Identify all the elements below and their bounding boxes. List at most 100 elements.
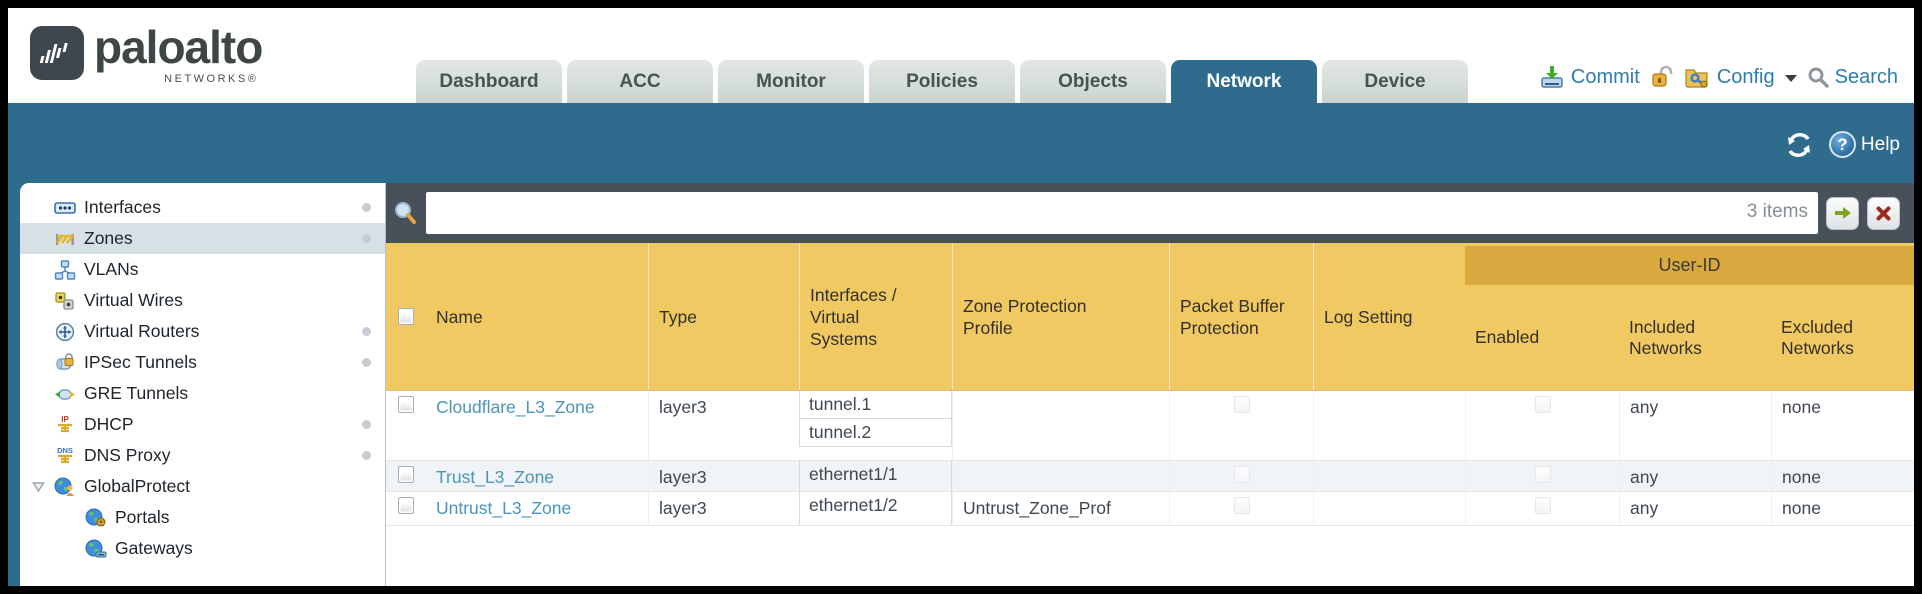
zone-name-link[interactable]: Untrust_L3_Zone [436, 498, 572, 518]
included-networks: any [1619, 391, 1771, 460]
sidebar-item-label: GRE Tunnels [84, 383, 189, 403]
sidebar-item-virtual-wires[interactable]: Virtual Wires [20, 285, 385, 316]
green-arrow-icon [1834, 207, 1851, 219]
packet-buffer-checkbox[interactable] [1233, 497, 1250, 514]
row-checkbox[interactable] [398, 396, 414, 413]
sidebar-item-zones[interactable]: Zones [20, 223, 385, 254]
globalprotect-icon [53, 477, 77, 497]
zone-protection-profile [952, 461, 1169, 491]
col-header-included-networks[interactable]: Included Networks [1629, 316, 1702, 358]
zone-name-link[interactable]: Trust_L3_Zone [436, 467, 555, 487]
zone-name-link[interactable]: Cloudflare_L3_Zone [436, 397, 595, 417]
sidebar-item-dns-proxy[interactable]: DNS DNS Proxy [20, 440, 385, 471]
zone-interfaces-cell: ethernet1/2 [799, 492, 952, 525]
col-header-packet-buffer-protection[interactable]: Packet Buffer Protection [1169, 243, 1313, 390]
row-checkbox[interactable] [398, 466, 414, 483]
interface-item: ethernet1/2 [799, 492, 952, 525]
sidebar-item-dhcp[interactable]: IP DHCP [20, 409, 385, 440]
commit-icon [1541, 66, 1563, 88]
clear-filter-button[interactable] [1867, 196, 1900, 230]
sidebar-item-label: IPSec Tunnels [84, 352, 197, 372]
search-icon [1808, 67, 1829, 88]
commit-label: Commit [1570, 65, 1640, 88]
col-header-zone-protection-profile[interactable]: Zone Protection Profile [952, 243, 1169, 390]
search-label: Search [1834, 65, 1898, 88]
sidebar-item-globalprotect[interactable]: GlobalProtect [20, 471, 385, 502]
tab-device[interactable]: Device [1322, 60, 1468, 103]
included-networks: any [1619, 492, 1771, 525]
refresh-icon[interactable] [1785, 132, 1813, 158]
sidebar-item-label: Virtual Wires [84, 290, 183, 310]
config-icon [1685, 69, 1708, 88]
paloalto-logo-icon [30, 26, 84, 80]
config-dropdown[interactable]: Config [1684, 65, 1797, 89]
sidebar-item-portals[interactable]: Portals [20, 502, 385, 533]
filter-search-icon [395, 202, 416, 224]
tab-objects[interactable]: Objects [1020, 60, 1166, 103]
items-count: 3 items [1746, 201, 1808, 222]
global-search-button[interactable]: Search [1807, 66, 1898, 89]
lock-button[interactable] [1650, 65, 1674, 89]
zone-type: layer3 [648, 461, 799, 491]
select-all-checkbox[interactable] [398, 308, 414, 325]
sidebar-item-interfaces[interactable]: Interfaces [20, 192, 385, 223]
user-id-enabled-checkbox[interactable] [1534, 497, 1551, 514]
row-checkbox[interactable] [398, 497, 414, 514]
packet-buffer-protection-cell [1169, 492, 1313, 525]
col-header-log-setting[interactable]: Log Setting [1313, 243, 1465, 390]
help-button[interactable]: ? Help [1828, 131, 1900, 158]
col-header-excluded-networks[interactable]: Excluded Networks [1781, 316, 1854, 358]
svg-text:DNS: DNS [57, 446, 73, 455]
sidebar-item-gateways[interactable]: Gateways [20, 533, 385, 564]
expander-triangle-icon[interactable] [32, 480, 45, 498]
user-id-enabled-checkbox[interactable] [1534, 396, 1551, 413]
tab-monitor[interactable]: Monitor [718, 60, 864, 103]
zone-protection-profile [952, 391, 1169, 460]
sub-header-band: ? Help [8, 103, 1914, 183]
filter-input[interactable] [426, 192, 1818, 234]
status-dot [362, 451, 371, 460]
packet-buffer-checkbox[interactable] [1233, 466, 1250, 483]
sidebar-item-label: Interfaces [84, 197, 161, 217]
col-header-interfaces[interactable]: Interfaces / Virtual Systems [799, 243, 952, 390]
sidebar-item-label: DNS Proxy [84, 445, 171, 465]
sidebar-item-label: Virtual Routers [84, 321, 200, 341]
log-setting [1313, 391, 1465, 460]
tab-network[interactable]: Network [1171, 60, 1317, 103]
log-setting [1313, 492, 1465, 525]
help-icon: ? [1828, 131, 1856, 158]
packet-buffer-protection-cell [1169, 461, 1313, 491]
logo-networks-text: NETWORKS® [164, 73, 259, 85]
col-header-name[interactable]: Name [436, 306, 483, 327]
band-actions: ? Help [1785, 131, 1900, 158]
status-dot [362, 420, 371, 429]
interface-item: tunnel.2 [799, 419, 952, 447]
sidebar-item-ipsec-tunnels[interactable]: IPSec Tunnels [20, 347, 385, 378]
user-id-enabled-checkbox[interactable] [1534, 466, 1551, 483]
svg-text:IP: IP [61, 415, 69, 424]
sidebar-item-gre-tunnels[interactable]: GRE Tunnels [20, 378, 385, 409]
unlocked-padlock-icon [1652, 65, 1673, 87]
apply-filter-button[interactable] [1826, 196, 1859, 230]
help-label: Help [1860, 133, 1900, 155]
tab-dashboard[interactable]: Dashboard [416, 60, 562, 103]
packet-buffer-checkbox[interactable] [1233, 396, 1250, 413]
zones-table-header: Name Type Interfaces / Virtual Systems Z… [386, 243, 1914, 391]
red-x-icon [1876, 206, 1891, 220]
commit-button[interactable]: Commit [1539, 65, 1640, 89]
row-select-cell [386, 492, 426, 525]
user-id-enabled-cell [1465, 461, 1619, 491]
sidebar-item-label: DHCP [84, 414, 134, 434]
tab-policies[interactable]: Policies [869, 60, 1015, 103]
tab-acc[interactable]: ACC [567, 60, 713, 103]
col-header-type[interactable]: Type [648, 243, 799, 390]
table-row: Untrust_L3_Zone layer3 ethernet1/2 Untru… [386, 492, 1914, 526]
col-header-enabled[interactable]: Enabled [1475, 327, 1540, 347]
content-area: Interfaces Zones VLANs Vir [8, 183, 1914, 586]
sidebar-item-vlans[interactable]: VLANs [20, 254, 385, 285]
row-select-cell [386, 391, 426, 460]
top-bar: paloalto NETWORKS® Dashboard ACC Monitor… [8, 8, 1914, 103]
sidebar-item-virtual-routers[interactable]: Virtual Routers [20, 316, 385, 347]
logo-wordmark: paloalto NETWORKS® [94, 22, 263, 85]
